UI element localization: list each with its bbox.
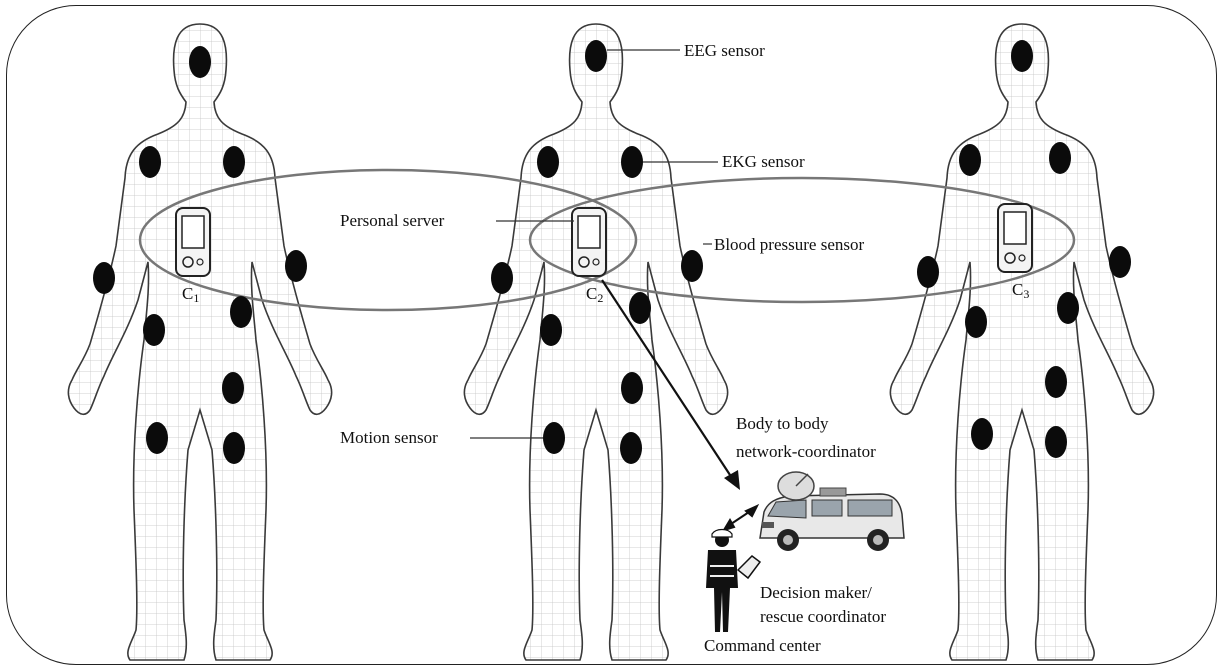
- b2b-coordinator-label-line2: network-coordinator: [736, 441, 876, 462]
- personal-server-label: Personal server: [340, 210, 444, 231]
- leg-sensor-3: [1045, 426, 1067, 458]
- chest-sensor-2a: [537, 146, 559, 178]
- personal-server-device-1: [176, 208, 210, 276]
- arm-sensor-2l: [491, 262, 513, 294]
- thigh-sensor-1: [222, 372, 244, 404]
- coordinator-label-c3: C3: [1012, 279, 1029, 305]
- ekg-sensor-3: [1049, 142, 1071, 174]
- motion-sensor-3: [971, 418, 993, 450]
- thigh-sensor-3: [1045, 366, 1067, 398]
- thigh-sensor-2: [621, 372, 643, 404]
- decision-maker-label-line1: Decision maker/: [760, 582, 872, 603]
- chest-sensor-1a: [139, 146, 161, 178]
- b2b-coordinator-label-line1: Body to body: [736, 413, 829, 434]
- arm-sensor-3l: [917, 256, 939, 288]
- eeg-sensor-3: [1011, 40, 1033, 72]
- chest-sensor-3a: [959, 144, 981, 176]
- blood-pressure-sensor-label: Blood pressure sensor: [714, 234, 864, 255]
- human-body-1: [68, 24, 331, 660]
- blood-pressure-sensor-1: [285, 250, 307, 282]
- leg-sensor-2: [620, 432, 642, 464]
- coordinator-label-c1: C1: [182, 283, 199, 309]
- hip-sensor-1r: [230, 296, 252, 328]
- blood-pressure-sensor-3: [1109, 246, 1131, 278]
- human-body-3: [890, 24, 1153, 660]
- command-center-label: Command center: [704, 635, 821, 656]
- ekg-sensor-1: [223, 146, 245, 178]
- ekg-sensor-2: [621, 146, 643, 178]
- motion-sensor-label: Motion sensor: [340, 427, 438, 448]
- arm-sensor-1l: [93, 262, 115, 294]
- eeg-sensor-label: EEG sensor: [684, 40, 765, 61]
- link-double-arrow: [724, 506, 757, 530]
- motion-sensor-1: [146, 422, 168, 454]
- hip-sensor-1l: [143, 314, 165, 346]
- hip-sensor-2l: [540, 314, 562, 346]
- motion-sensor-2: [543, 422, 565, 454]
- personal-server-device-2: [572, 208, 606, 276]
- ekg-sensor-label: EKG sensor: [722, 151, 805, 172]
- hip-sensor-3l: [965, 306, 987, 338]
- rescue-coordinator-person-icon: [706, 530, 760, 633]
- eeg-sensor-1: [189, 46, 211, 78]
- blood-pressure-sensor-2: [681, 250, 703, 282]
- eeg-sensor-2: [585, 40, 607, 72]
- personal-server-device-3: [998, 204, 1032, 272]
- hip-sensor-3r: [1057, 292, 1079, 324]
- decision-maker-label-line2: rescue coordinator: [760, 606, 886, 627]
- hip-sensor-2r: [629, 292, 651, 324]
- coordinator-label-c2: C2: [586, 283, 603, 309]
- rescue-vehicle-icon: [760, 472, 904, 551]
- leg-sensor-1: [223, 432, 245, 464]
- human-body-2: [464, 24, 727, 660]
